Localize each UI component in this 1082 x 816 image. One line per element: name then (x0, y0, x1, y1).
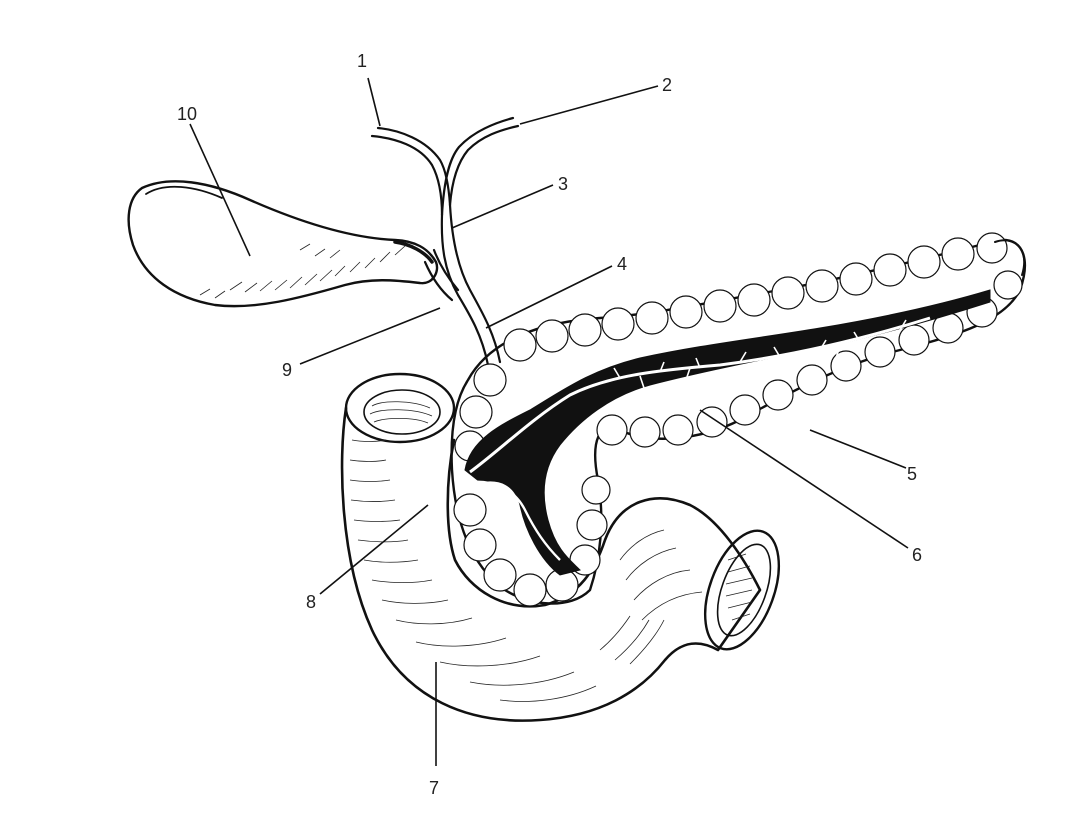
label-8: 8 (306, 592, 316, 612)
duodenum-distal-opening (704, 529, 780, 651)
leader-line-10 (189, 123, 251, 257)
leader-line-5 (809, 429, 907, 469)
left-hepatic-duct (448, 124, 520, 207)
label-10: 10 (177, 104, 197, 124)
leader-line-1 (367, 77, 381, 127)
leader-line-6 (699, 409, 909, 549)
callout-numbers: 1 2 3 4 5 6 7 8 9 10 (177, 51, 922, 798)
pancreas-lobules (453, 232, 1023, 607)
label-4: 4 (617, 254, 627, 274)
label-9: 9 (282, 360, 292, 380)
right-hepatic-duct (370, 134, 444, 217)
bile-duct-system (370, 116, 520, 367)
leader-line-3 (451, 184, 554, 229)
gallbladder (127, 180, 439, 308)
label-7: 7 (429, 778, 439, 798)
leader-lines (189, 77, 909, 766)
cystic-duct (423, 260, 454, 302)
pancreas (450, 232, 1027, 607)
common-bile-duct (440, 213, 490, 367)
label-6: 6 (912, 545, 922, 565)
duodenum (340, 372, 780, 722)
main-pancreatic-duct (469, 316, 931, 474)
label-5: 5 (907, 464, 917, 484)
leader-line-9 (299, 307, 441, 365)
label-2: 2 (662, 75, 672, 95)
leader-line-4 (485, 265, 613, 329)
accessory-pancreatic-duct (469, 480, 561, 561)
label-1: 1 (357, 51, 367, 71)
leader-line-2 (519, 85, 659, 125)
leader-line-8 (319, 504, 429, 595)
label-3: 3 (558, 174, 568, 194)
duodenum-upper-opening (344, 372, 456, 444)
